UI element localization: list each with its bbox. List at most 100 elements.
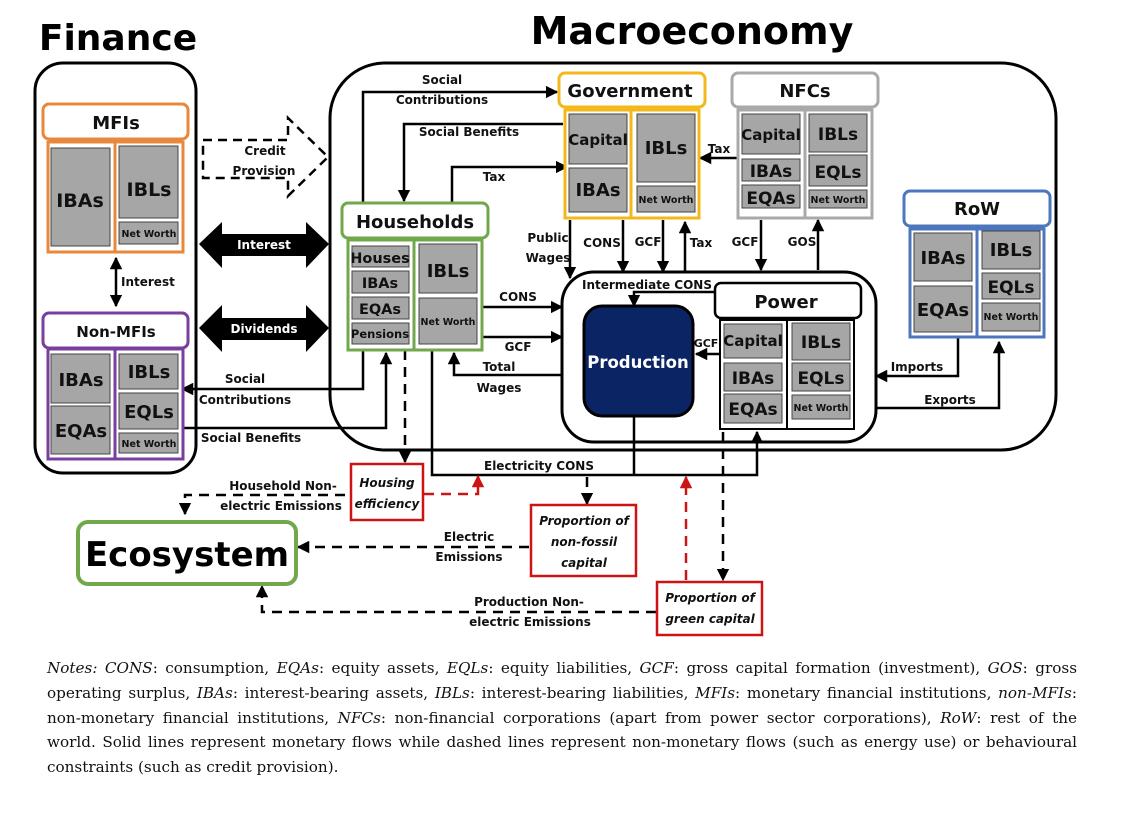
notes-text: : gross capital formation (investment),	[673, 659, 988, 677]
finance-container	[33, 61, 198, 475]
nfcs-networth: Net Worth	[811, 195, 866, 206]
nonmfis-eqls: EQLs	[124, 402, 174, 423]
nonmfis-ibas: IBAs	[58, 370, 103, 391]
production-label: Production	[587, 353, 689, 372]
electric-emissions-label-2: Emissions	[435, 550, 502, 564]
housing-line-2: efficiency	[355, 497, 421, 511]
mfis-liab-cell	[118, 145, 179, 219]
power-gcf-label: GCF	[694, 337, 719, 350]
dividends-arrow	[199, 305, 329, 352]
prod-emissions-label-1: Production Non-	[474, 595, 584, 609]
hh-pensions: Pensions	[351, 327, 409, 341]
intermediate-cons-label: Intermediate CONS	[582, 278, 712, 292]
power-ibas: IBAs	[732, 369, 775, 389]
gov-cons-label: CONS	[583, 236, 621, 250]
prod-tax-label: Tax	[690, 236, 713, 250]
notes-text: : interest-bearing liabilities,	[469, 683, 696, 702]
interest-big-label: Interest	[237, 238, 291, 252]
hh-emissions-label-1: Household Non-	[229, 479, 337, 493]
notes-text: : interest-bearing assets,	[232, 683, 435, 702]
row-networth: Net Worth	[984, 312, 1039, 323]
notes-text: : non-financial corporations (apart from…	[380, 708, 941, 727]
gov-capital: Capital	[568, 131, 627, 149]
notes-text: : equity assets,	[318, 659, 447, 677]
prod-emissions-dashed	[255, 584, 656, 614]
production-container	[560, 270, 878, 444]
housing-constraint-dashed	[424, 474, 485, 496]
gov-gcf-label: GCF	[635, 235, 662, 249]
green-line-1: Proportion of	[665, 591, 756, 605]
nonmfis-eqas: EQAs	[55, 421, 107, 442]
notes-term: RoW	[940, 708, 977, 727]
power-capital: Capital	[723, 332, 782, 350]
households-title: Households	[356, 212, 474, 233]
ecosystem-box	[76, 520, 298, 586]
nonmfis-ibls: IBLs	[128, 362, 171, 383]
total-wages-arrow	[447, 351, 562, 377]
nfcs-ibas: IBAs	[750, 162, 793, 182]
finance-title: Finance	[39, 18, 197, 59]
gov-ibas: IBAs	[575, 180, 620, 201]
power-eqls: EQLs	[797, 369, 844, 389]
notes-text	[97, 659, 104, 677]
public-wages-label-1: Public	[527, 231, 568, 245]
notes-term: MFIs	[695, 683, 736, 702]
green-capital-box: Proportion of green capital	[655, 580, 764, 637]
gov-ibls: IBLs	[645, 138, 688, 159]
mfis-title: MFIs	[92, 113, 140, 134]
government-title: Government	[567, 81, 693, 102]
housing-efficiency-box: Housing efficiency	[349, 462, 425, 522]
social-benefits-nonmfi-arrow	[182, 351, 393, 430]
social-contrib-fin-label-2: Contributions	[199, 393, 291, 407]
nonfossil-line-2: non-fossil	[551, 535, 618, 549]
mfis-asset-cell	[50, 147, 111, 247]
sector-row: RoW IBAs EQAs IBLs EQLs Net Worth	[902, 189, 1052, 339]
power-networth: Net Worth	[794, 403, 849, 414]
sector-power: Power Capital IBAs EQAs IBLs EQLs Net Wo…	[713, 281, 863, 430]
notes-term: GOS	[987, 659, 1023, 677]
notes-text: : rest of the world. Solid lines represe…	[47, 708, 1077, 777]
social-benefits-top-label: Social Benefits	[419, 125, 519, 139]
hh-emissions-dashed	[178, 493, 345, 516]
nfcs-capital: Capital	[741, 126, 800, 144]
electric-emissions-label-1: Electric	[444, 530, 494, 544]
row-eqls: EQLs	[987, 278, 1034, 298]
tax-nfc-label: Tax	[708, 142, 731, 156]
figure-notes: Notes: CONS: consumption, EQAs: equity a…	[47, 656, 1077, 780]
macro-diagram: Finance Macroeconomy	[33, 9, 1058, 637]
sector-government: Government Capital IBAs IBLs Net Worth	[557, 71, 707, 220]
power-title: Power	[754, 292, 817, 313]
public-wages-label-2: Wages	[526, 251, 571, 265]
exports-arrow	[876, 340, 1006, 410]
row-ibas: IBAs	[920, 248, 965, 269]
sector-non-mfis: Non-MFIs IBAs EQAs IBLs EQLs Net Worth	[41, 311, 190, 461]
notes-term: IBAs	[196, 683, 233, 702]
tax-hh-gov-arrow	[450, 160, 569, 203]
hh-ibls: IBLs	[427, 261, 470, 282]
hh-cons-label: CONS	[499, 290, 537, 304]
nfcs-eqas: EQAs	[746, 189, 795, 209]
production-box	[582, 304, 695, 418]
hh-networth: Net Worth	[421, 317, 476, 328]
power-ibls: IBLs	[801, 333, 841, 353]
macroeconomy-container	[328, 61, 1058, 452]
social-contrib-fin-label-1: Social	[225, 372, 265, 386]
electricity-cons-label: Electricity CONS	[484, 459, 594, 473]
notes-term: EQAs	[276, 659, 319, 677]
nonmfis-title: Non-MFIs	[76, 323, 156, 341]
social-contrib-top-label-1: Social	[422, 73, 462, 87]
credit-provision-label-2: Provision	[233, 164, 296, 178]
mfis-ibls: IBLs	[127, 179, 172, 201]
notes-text: : non-monetary financial institutions,	[47, 683, 1077, 727]
sector-households: Households Houses IBAs EQAs Pensions IBL…	[340, 201, 490, 352]
interest-big-arrow	[199, 222, 329, 268]
hh-eqas: EQAs	[359, 302, 401, 318]
row-eqas: EQAs	[917, 300, 969, 321]
interest-small-label: Interest	[121, 275, 175, 289]
gov-networth: Net Worth	[639, 195, 694, 206]
total-wages-label-1: Total	[483, 360, 516, 374]
sector-mfis: MFIs IBAs IBLs Net Worth	[41, 102, 190, 254]
hh-ibas: IBAs	[362, 276, 398, 292]
hh-houses: Houses	[350, 251, 410, 267]
notes-term: IBLs	[434, 683, 470, 702]
